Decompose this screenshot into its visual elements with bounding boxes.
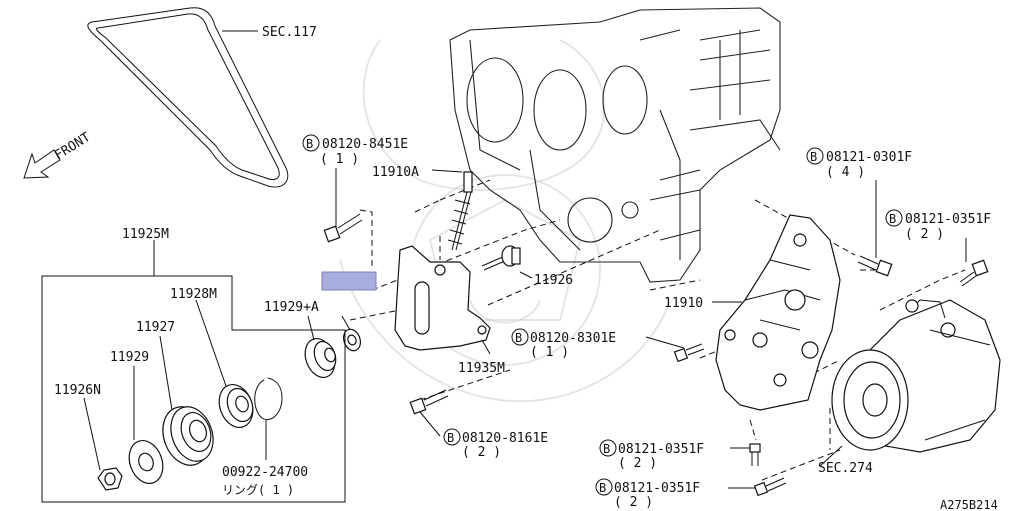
circled-b-icon: B: [302, 134, 320, 152]
pulley-assembly-box: [41, 275, 346, 503]
circled-b-icon: B: [599, 439, 617, 457]
label-front: FRONT: [52, 130, 93, 164]
circled-b-icon: B: [443, 428, 461, 446]
circled-b-icon: B: [595, 478, 613, 496]
arrow-down-left-icon: [23, 149, 61, 179]
label-11929a: 11929+A: [264, 300, 319, 315]
label-bolt-8451: 08120-8451E: [322, 137, 408, 152]
washer-11929: [128, 440, 164, 484]
diagram-ref-code: A275B214: [940, 498, 998, 511]
label-bolt-0351f-top: 08121-0351F: [905, 212, 991, 227]
label-sec274: SEC.274: [818, 461, 873, 476]
leader-bolt-8301: [645, 336, 685, 349]
ac-compressor: [831, 299, 1001, 453]
adjusting-bolt-11910a: [447, 171, 473, 251]
leader-bolt-8161: [419, 411, 441, 437]
snap-ring: [254, 377, 283, 420]
svg-text:B: B: [447, 431, 454, 445]
label-bolt-0301f-qty: ( 4 ): [826, 165, 865, 180]
bolt-0351f-mid: [749, 443, 761, 466]
svg-text:B: B: [515, 331, 522, 345]
bolt-8451: [323, 213, 363, 243]
label-bolt-0351f-mid-qty: ( 2 ): [618, 456, 657, 471]
label-bolt-8301-qty: ( 1 ): [530, 345, 569, 360]
nut-11926n: [97, 467, 123, 491]
svg-text:B: B: [810, 150, 817, 164]
leader-11929a-a: [307, 315, 315, 341]
label-bolt-0301f: 08121-0301F: [826, 150, 912, 165]
leader-11926: [519, 271, 533, 279]
label-bolt-8161-qty: ( 2 ): [462, 445, 501, 460]
label-11910: 11910: [664, 296, 703, 311]
pulley-11927: [162, 406, 214, 466]
bolt-8161: [409, 389, 449, 415]
leader-11927: [159, 335, 173, 411]
engine-block: [449, 7, 781, 283]
label-11926n: 11926N: [54, 383, 101, 398]
bolt-8301: [673, 343, 705, 363]
label-ring-desc: リング( 1 ): [222, 483, 294, 497]
label-11925m: 11925M: [122, 227, 169, 242]
label-bolt-8451-qty: ( 1 ): [320, 152, 359, 167]
label-11928m: 11928M: [170, 287, 217, 302]
leader-sec274: [819, 445, 843, 467]
watermark-emblem: [339, 39, 671, 403]
leader-11929a-b: [341, 315, 351, 331]
leader-11926n: [83, 397, 101, 471]
label-bolt-0351f-bot: 08121-0351F: [614, 481, 700, 496]
label-bolt-0351f-top-qty: ( 2 ): [905, 227, 944, 242]
idler-pulley-11929a: [304, 328, 362, 378]
label-11926: 11926: [534, 273, 573, 288]
bracket-11935m: [394, 245, 491, 351]
bolt-0351f-bot: [753, 477, 787, 497]
highlight-marker: [321, 271, 377, 291]
label-bolt-0351f-bot-qty: ( 2 ): [614, 495, 653, 510]
leader-11935m: [481, 339, 491, 355]
label-11929: 11929: [110, 350, 149, 365]
label-11927: 11927: [136, 320, 175, 335]
label-sec117: SEC.117: [262, 25, 317, 40]
label-bolt-0351f-mid: 08121-0351F: [618, 442, 704, 457]
svg-text:B: B: [603, 442, 610, 456]
circled-b-icon: B: [885, 209, 903, 227]
compressor-bracket-11910: [715, 214, 841, 411]
label-ring-part: 00922-24700: [222, 465, 308, 480]
bolt-0301f: [857, 255, 893, 277]
label-bolt-8161: 08120-8161E: [462, 431, 548, 446]
bolt-0351f-top: [959, 259, 989, 287]
label-11935m: 11935M: [458, 361, 505, 376]
leader-11910a: [431, 169, 463, 173]
label-bolt-8301: 08120-8301E: [530, 331, 616, 346]
svg-text:B: B: [599, 481, 606, 495]
circled-b-icon: B: [511, 328, 529, 346]
svg-text:B: B: [889, 212, 896, 226]
label-11910a: 11910A: [372, 165, 419, 180]
svg-text:B: B: [306, 137, 313, 151]
bearing-11928m: [218, 384, 254, 428]
bolt-11926: [481, 245, 521, 271]
drive-belt: [87, 7, 289, 188]
circled-b-icon: B: [806, 147, 824, 165]
leader-11928m: [195, 299, 227, 387]
